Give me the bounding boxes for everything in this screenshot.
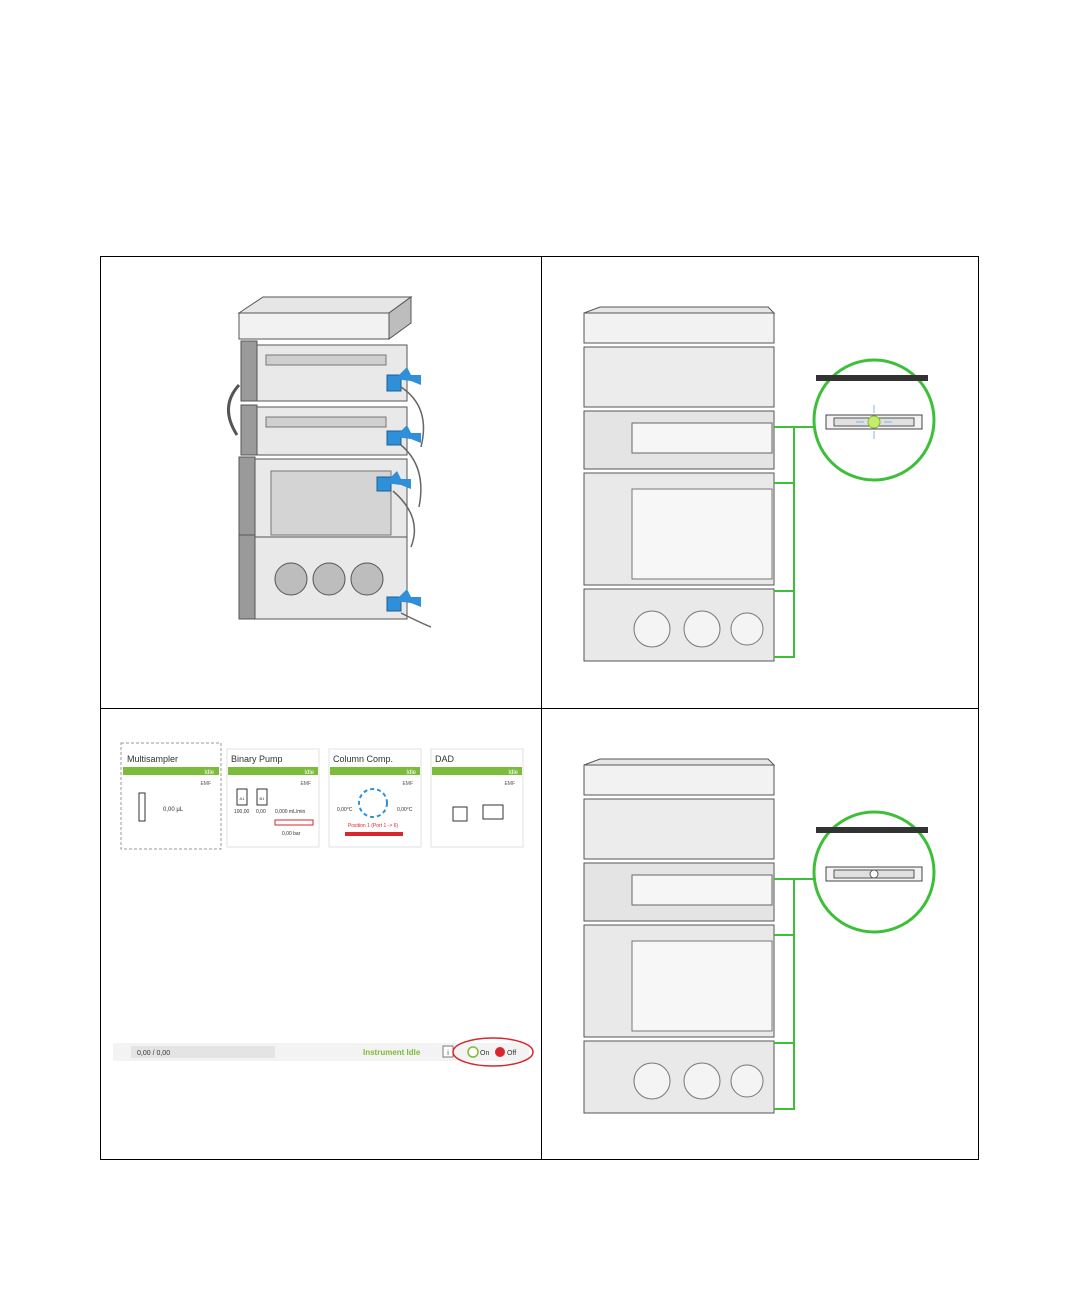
figure-table: Multisampler Idle EMF 0,00 µL Binary Pum… bbox=[100, 256, 979, 1160]
module-status: Idle bbox=[406, 770, 416, 776]
module-title: Column Comp. bbox=[333, 754, 393, 764]
percent-b: 0,00 bbox=[256, 809, 266, 815]
module-status: Idle bbox=[304, 770, 314, 776]
power-led-icon bbox=[868, 416, 880, 428]
power-led-off-icon bbox=[870, 870, 878, 878]
module-status: Idle bbox=[508, 770, 518, 776]
pressure-value: 0,00 bar bbox=[282, 831, 301, 837]
percent-a: 100,00 bbox=[234, 809, 250, 815]
emf-label: EMF bbox=[402, 781, 413, 787]
module-status: Idle bbox=[204, 770, 214, 776]
bottle-a-label: A1 bbox=[240, 796, 246, 801]
valve-position: Position 1 (Port 1 -> 6) bbox=[348, 823, 398, 829]
lamp-icon bbox=[453, 807, 467, 821]
emf-label: EMF bbox=[200, 781, 211, 787]
module-title: Multisampler bbox=[127, 754, 178, 764]
bottle-b-label: B1 bbox=[260, 796, 266, 801]
off-button[interactable]: Off bbox=[507, 1050, 516, 1057]
module-title: DAD bbox=[435, 754, 455, 764]
cell-software-dashboard: Multisampler Idle EMF 0,00 µL Binary Pum… bbox=[101, 709, 541, 1161]
right-temperature: 0,00°C bbox=[397, 807, 413, 813]
cell-front-power-led-on bbox=[542, 257, 980, 708]
left-temperature: 0,00°C bbox=[337, 807, 353, 813]
emf-label: EMF bbox=[300, 781, 311, 787]
emf-label: EMF bbox=[504, 781, 515, 787]
rear-stack-illustration bbox=[101, 257, 541, 708]
front-stack-led-on-illustration bbox=[542, 257, 980, 708]
power-switch-callout bbox=[774, 879, 814, 1109]
run-progress-text: 0,00 / 0,00 bbox=[137, 1050, 170, 1057]
module-title: Binary Pump bbox=[231, 754, 283, 764]
on-button[interactable]: On bbox=[480, 1050, 489, 1057]
column-icon bbox=[345, 832, 403, 836]
flow-value: 0,000 mL/min bbox=[275, 809, 306, 815]
power-switch-callout bbox=[774, 427, 814, 657]
dashboard-screenshot: Multisampler Idle EMF 0,00 µL Binary Pum… bbox=[101, 709, 541, 1161]
cell-rear-power-connection bbox=[101, 257, 541, 708]
instrument-state: Instrument Idle bbox=[363, 1048, 421, 1057]
detector-icon bbox=[483, 805, 503, 819]
power-off-icon[interactable] bbox=[495, 1047, 505, 1057]
volume-value: 0,00 µL bbox=[163, 807, 184, 813]
cell-front-power-led-off bbox=[542, 709, 980, 1161]
power-on-icon[interactable] bbox=[468, 1047, 478, 1057]
front-stack-led-off-illustration bbox=[542, 709, 980, 1161]
